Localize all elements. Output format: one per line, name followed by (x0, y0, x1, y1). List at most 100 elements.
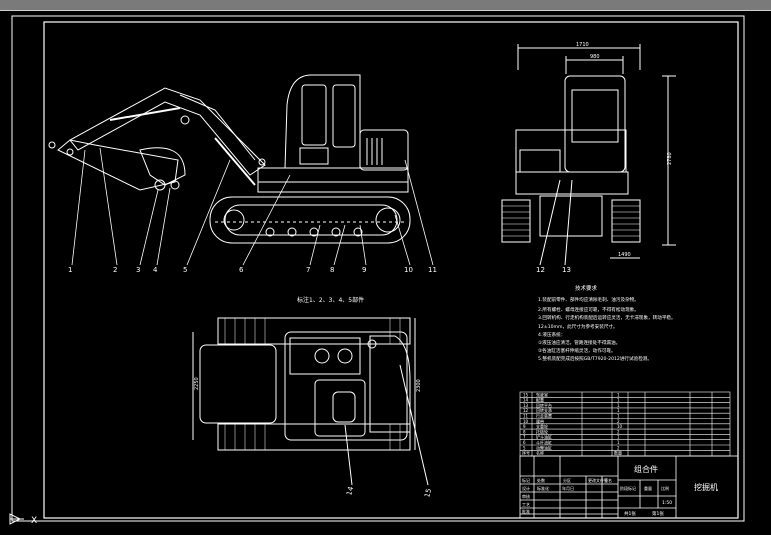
side-view-excavator (48, 74, 411, 244)
bom-cell: 7 (523, 435, 526, 440)
ucs-x-label: X (31, 516, 37, 526)
bom-cell: 1 (617, 435, 620, 440)
technical-notes: 技术要求 1.装配前零件、部件均应清除毛刺、油污及杂物。 2.所有螺栓、螺母连接… (538, 284, 676, 362)
dim-plan-right: 2300 (416, 379, 422, 392)
callout-14: 14 (345, 485, 355, 496)
bom-header-cell: 数量 (614, 450, 622, 456)
plan-counterweight (199, 344, 277, 424)
bom-header-cell: 名称 (536, 450, 544, 456)
bom-table (519, 391, 731, 457)
bom-cell: 行走装置 (536, 413, 552, 419)
front-track-right (611, 199, 641, 243)
tb-label-design: 设计 (522, 485, 530, 491)
tb-label-approve: 批准 (522, 508, 530, 514)
notes-title: 技术要求 (575, 284, 598, 292)
callout-3: 3 (136, 266, 140, 274)
bom-cell: 1 (617, 408, 620, 413)
bom-rows: 15 驾驶室 1 14 配重 1 13 回转平台 1 12 回转支承 1 11 … (522, 391, 623, 455)
bom-cell: 10 (617, 424, 623, 429)
tb-label-standardize: 标准化 (537, 485, 549, 491)
bom-header-cell: 序号 (522, 450, 530, 456)
callout-7: 7 (306, 266, 310, 274)
cab-outline (284, 74, 361, 169)
bom-cell: 2 (617, 429, 620, 434)
cad-window-separator (0, 10, 771, 11)
upper-platform (257, 167, 409, 193)
side-view-note: 标注1、2、3、4、5部件 (297, 296, 364, 304)
track-rollers (223, 207, 401, 237)
bucket (139, 147, 186, 186)
front-view-excavator (501, 44, 676, 266)
plan-view-excavator (192, 317, 429, 486)
arm-cylinder (109, 107, 181, 121)
bom-cell: 动臂油缸 (536, 444, 552, 450)
plan-upper-body (284, 331, 408, 441)
bom-cell: 回转支承 (536, 407, 552, 413)
inner-frame (43, 21, 739, 519)
dim-front-height: 2780 (667, 152, 673, 165)
dim-plan-left: 2250 (194, 377, 200, 390)
title-block-labels: 标记 处数 分区 更改文件号 签名 年月日 设计 标准化 审核 工艺 批准 阶段… (522, 477, 669, 514)
callout-12: 12 (536, 266, 545, 274)
bom-cell: 9 (523, 424, 526, 429)
bom-cell: 支重轮 (536, 423, 548, 429)
bom-cell: 8 (523, 429, 526, 434)
bom-cell: 铲斗油缸 (536, 434, 552, 440)
callout-10: 10 (404, 266, 413, 274)
cad-window-title-bar (0, 0, 771, 10)
tb-label-signature: 签名 (604, 477, 612, 483)
dim-front-bottom: 1490 (618, 252, 631, 258)
bom-cell: 2 (617, 419, 620, 424)
bom-cell: 驾驶室 (536, 391, 548, 397)
bom-cell: 斗杆油缸 (536, 439, 552, 445)
callout-5: 5 (183, 266, 187, 274)
plan-track-top (217, 317, 411, 345)
notes-line-8: 5.整机装配完成后按照GB/T7920-2012进行试验检测。 (538, 355, 652, 362)
callout-6: 6 (239, 266, 244, 274)
bom-cell: 6 (523, 440, 526, 445)
tb-label-count: 处数 (537, 477, 545, 483)
front-lower-frame (515, 171, 629, 195)
notes-line-4: 12±10mm，此尺寸为参考安装尺寸。 (538, 323, 618, 330)
notes-line-5: 4.液压系统： (538, 331, 565, 338)
tb-sheet-total: 共1张 (624, 510, 636, 517)
tb-label-date: 年月日 (562, 485, 574, 491)
bom-cell: 1 (617, 414, 620, 419)
tb-label-weight: 重量 (644, 485, 652, 491)
tb-label-review: 审核 (522, 493, 530, 499)
outer-frame (11, 15, 745, 522)
bom-cell: 1 (617, 403, 620, 408)
plan-track-bottom (217, 423, 411, 451)
tb-label-change-doc: 更改文件号 (588, 477, 608, 483)
notes-line-7: ②各油缸活塞杆伸缩灵活，动作可靠。 (538, 347, 616, 354)
arm (57, 139, 179, 191)
front-track-left (501, 199, 531, 243)
bom-cell: 11 (523, 414, 529, 419)
boom (69, 87, 266, 176)
callout-1: 1 (68, 266, 72, 274)
bom-cell: 1 (617, 398, 620, 403)
callout-13: 13 (562, 266, 571, 274)
bom-cell: 托链轮 (536, 428, 548, 434)
tb-label-stage: 阶段标记 (620, 485, 636, 491)
notes-line-1: 1.装配前零件、部件均应清除毛刺、油污及杂物。 (538, 296, 639, 303)
bom-cell: 12 (523, 408, 529, 413)
tb-label-scale: 比例 (661, 485, 669, 491)
dim-front-inner: 980 (590, 54, 600, 60)
bom-cell: 配重 (536, 397, 544, 403)
tb-drawing-name: 挖掘机 (694, 482, 718, 492)
track-outline (209, 196, 411, 244)
bom-cell: 2 (617, 445, 620, 450)
callout-4: 4 (153, 266, 158, 274)
callout-9: 9 (362, 266, 366, 274)
tb-label-process: 工艺 (522, 502, 530, 507)
bom-cell: 14 (523, 398, 529, 403)
tb-sheet-number: 第1张 (652, 510, 664, 517)
tb-label-mark: 标记 (522, 477, 530, 483)
tb-part-name: 组合件 (634, 464, 658, 474)
hood-grille (366, 138, 383, 165)
notes-line-6: ①液压油应清洁，管路连接处不得漏油。 (538, 339, 620, 346)
callout-2: 2 (113, 266, 117, 274)
side-view-leaders (71, 147, 434, 266)
